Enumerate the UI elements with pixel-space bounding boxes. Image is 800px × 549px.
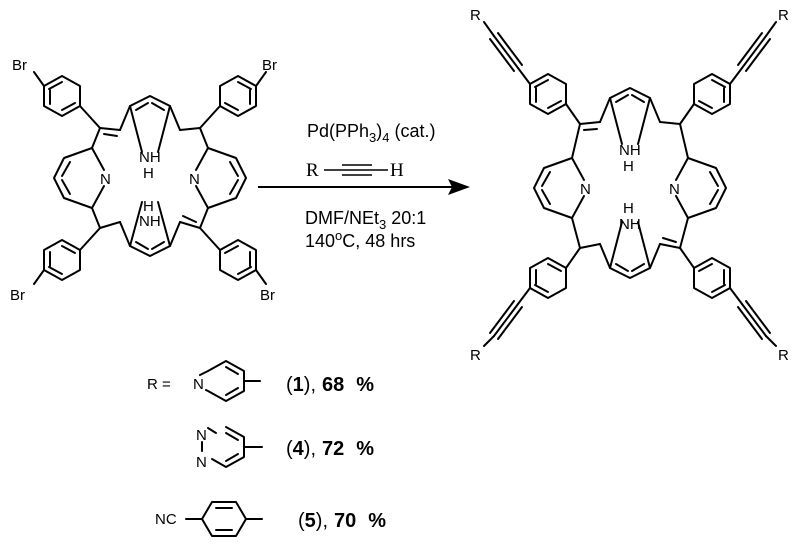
product-nh-top: NH bbox=[619, 142, 641, 159]
pyrimidinyl-n-atom-top: N bbox=[196, 427, 207, 444]
cyano-nc-atom: NC bbox=[155, 511, 177, 528]
reactant-phenyl-bottom-left bbox=[33, 227, 101, 285]
reactant-phenyl-top-right bbox=[199, 71, 267, 129]
solvent-label: DMF/NEt3 20:1 bbox=[305, 208, 426, 232]
alkyne-h: H bbox=[390, 160, 404, 181]
product-porphyrin: R R R R NH H H NH N N bbox=[470, 7, 789, 364]
reactant-porphyrin-core bbox=[53, 95, 247, 257]
alkyne-r: R bbox=[306, 160, 319, 181]
product-phenyl-top-right bbox=[679, 21, 777, 125]
r-group-cyanophenyl: NC (5),70% bbox=[155, 501, 386, 537]
reactant-nh-bottom: NH bbox=[139, 213, 161, 230]
reactant-br-top-right: Br bbox=[262, 57, 277, 74]
alkyne-reagent: R H bbox=[306, 160, 404, 181]
reactant-h-bottom: H bbox=[143, 198, 154, 215]
reactant-phenyl-bottom-right bbox=[199, 227, 267, 285]
reaction-arrow bbox=[258, 179, 470, 195]
reactant-n-left: N bbox=[100, 171, 111, 188]
product-phenyl-bottom-left bbox=[483, 247, 581, 347]
reactant-n-right: N bbox=[189, 171, 200, 188]
product-r-bottom-left: R bbox=[470, 347, 481, 364]
r-group-label: R = bbox=[147, 376, 171, 393]
reactant-br-bottom-left: Br bbox=[10, 287, 25, 304]
yield-entry-5: (5),70% bbox=[298, 510, 386, 532]
reactant-br-top-left: Br bbox=[12, 57, 27, 74]
reactant-phenyl-top-left bbox=[33, 71, 101, 129]
reactant-nh-top: NH bbox=[139, 149, 161, 166]
product-phenyl-bottom-right bbox=[679, 247, 777, 347]
reactant-porphyrin: Br Br Br Br NH H H NH N N bbox=[10, 57, 277, 304]
product-n-left: N bbox=[580, 181, 591, 198]
product-h-bottom: H bbox=[623, 200, 634, 217]
pyrimidinyl-n-atom-bottom: N bbox=[196, 454, 207, 471]
product-n-right: N bbox=[669, 181, 680, 198]
product-phenyl-top-left bbox=[483, 21, 581, 125]
product-r-top-left: R bbox=[470, 7, 481, 24]
r-group-legend: R = N (1),68% N bbox=[147, 360, 386, 537]
product-r-bottom-right: R bbox=[778, 347, 789, 364]
product-h-top: H bbox=[623, 158, 634, 175]
yield-entry-4: (4),72% bbox=[286, 438, 374, 460]
r-group-pyrimidinyl: N N (4),72% bbox=[196, 426, 374, 471]
product-nh-bottom: NH bbox=[619, 216, 641, 233]
reactant-br-bottom-right: Br bbox=[260, 287, 275, 304]
product-r-top-right: R bbox=[778, 7, 789, 24]
product-porphyrin-core bbox=[533, 87, 727, 279]
catalyst-label: Pd(PPh3)4 (cat.) bbox=[307, 121, 436, 145]
temperature-label: 140oC, 48 hrs bbox=[305, 228, 415, 251]
yield-entry-1: (1),68% bbox=[286, 374, 374, 396]
pyridyl-n-atom: N bbox=[193, 376, 204, 393]
r-group-pyridyl: N (1),68% bbox=[193, 360, 374, 402]
reactant-h-top: H bbox=[143, 165, 154, 182]
